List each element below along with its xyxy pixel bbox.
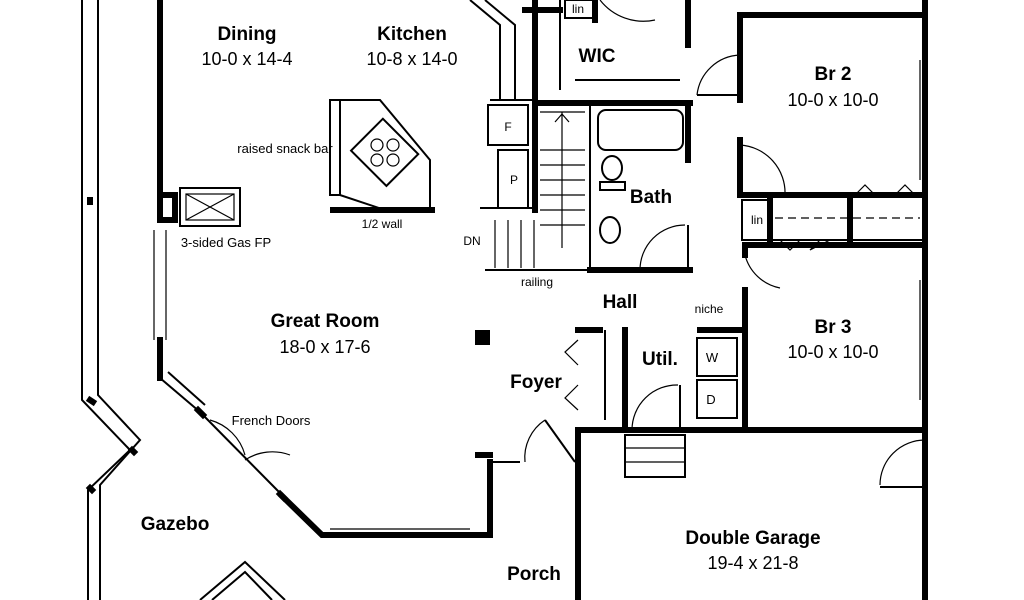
room-name-dining: Dining	[217, 24, 276, 45]
room-size-br2: 10-0 x 10-0	[787, 90, 878, 110]
pantry-label: P	[510, 173, 518, 187]
room-name-br3: Br 3	[815, 317, 852, 338]
room-size-dining: 10-0 x 14-4	[201, 49, 292, 69]
room-name-foyer: Foyer	[510, 372, 562, 393]
gazebo-walls	[81, 0, 286, 600]
room-name-gazebo: Gazebo	[141, 514, 210, 535]
linen-label-hall: lin	[751, 213, 763, 227]
column	[475, 330, 490, 345]
room-name-wic: WIC	[579, 46, 616, 67]
railing-label: railing	[521, 275, 553, 289]
linen-label-top: lin	[572, 2, 584, 16]
room-name-br2: Br 2	[815, 64, 852, 85]
room-name-bath: Bath	[630, 187, 672, 208]
room-size-br3: 10-0 x 10-0	[787, 342, 878, 362]
niche-label: niche	[695, 302, 724, 316]
half-wall-label: 1/2 wall	[362, 217, 403, 231]
room-name-hall: Hall	[603, 292, 638, 313]
room-name-great-room: Great Room	[271, 311, 380, 332]
snack-bar-label: raised snack bar	[237, 141, 333, 156]
room-name-porch: Porch	[507, 564, 561, 585]
garage-steps	[624, 434, 686, 478]
stairs-down-label: DN	[463, 234, 480, 248]
fridge-label: F	[504, 120, 511, 134]
room-size-great-room: 18-0 x 17-6	[279, 337, 370, 357]
interior-walls	[157, 0, 928, 488]
washer-label: W	[706, 350, 719, 365]
french-doors-label: French Doors	[232, 413, 311, 428]
dryer-label: D	[706, 392, 715, 407]
fireplace-label: 3-sided Gas FP	[181, 235, 271, 250]
room-name-garage: Double Garage	[685, 528, 820, 549]
exterior-walls	[153, 0, 928, 600]
room-name-kitchen: Kitchen	[377, 24, 447, 45]
stairs	[485, 111, 590, 271]
room-name-util: Util.	[642, 349, 678, 370]
room-size-garage: 19-4 x 21-8	[707, 553, 798, 573]
room-size-kitchen: 10-8 x 14-0	[366, 49, 457, 69]
